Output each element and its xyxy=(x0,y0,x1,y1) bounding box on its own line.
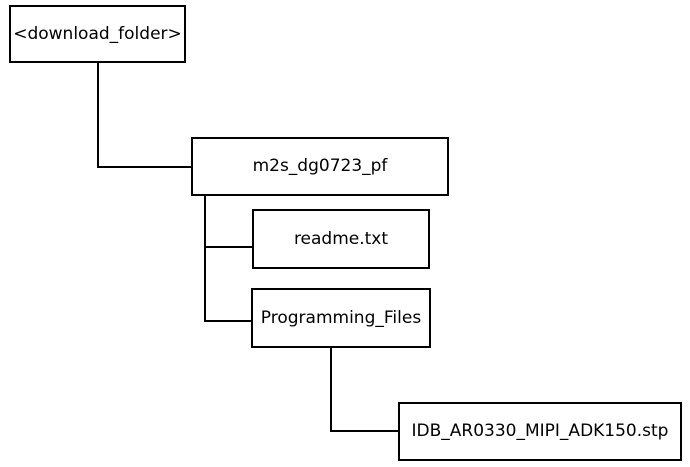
connector-download-to-m2s xyxy=(97,63,191,168)
stp-file-node: IDB_AR0330_MIPI_ADK150.stp xyxy=(398,402,682,461)
download-folder-label: <download_folder> xyxy=(13,23,182,44)
m2s-folder-label: m2s_dg0723_pf xyxy=(252,156,388,176)
m2s-folder-node: m2s_dg0723_pf xyxy=(191,137,449,196)
readme-file-node: readme.txt xyxy=(252,209,430,269)
download-folder-node: <download_folder> xyxy=(9,5,186,63)
connector-m2s-to-programming xyxy=(204,247,251,322)
programming-files-node: Programming_Files xyxy=(251,288,431,348)
connector-m2s-to-readme xyxy=(204,196,252,248)
connector-programming-to-stp xyxy=(330,348,398,432)
programming-files-label: Programming_Files xyxy=(260,307,422,328)
readme-file-label: readme.txt xyxy=(293,228,389,249)
stp-file-label: IDB_AR0330_MIPI_ADK150.stp xyxy=(411,421,669,441)
